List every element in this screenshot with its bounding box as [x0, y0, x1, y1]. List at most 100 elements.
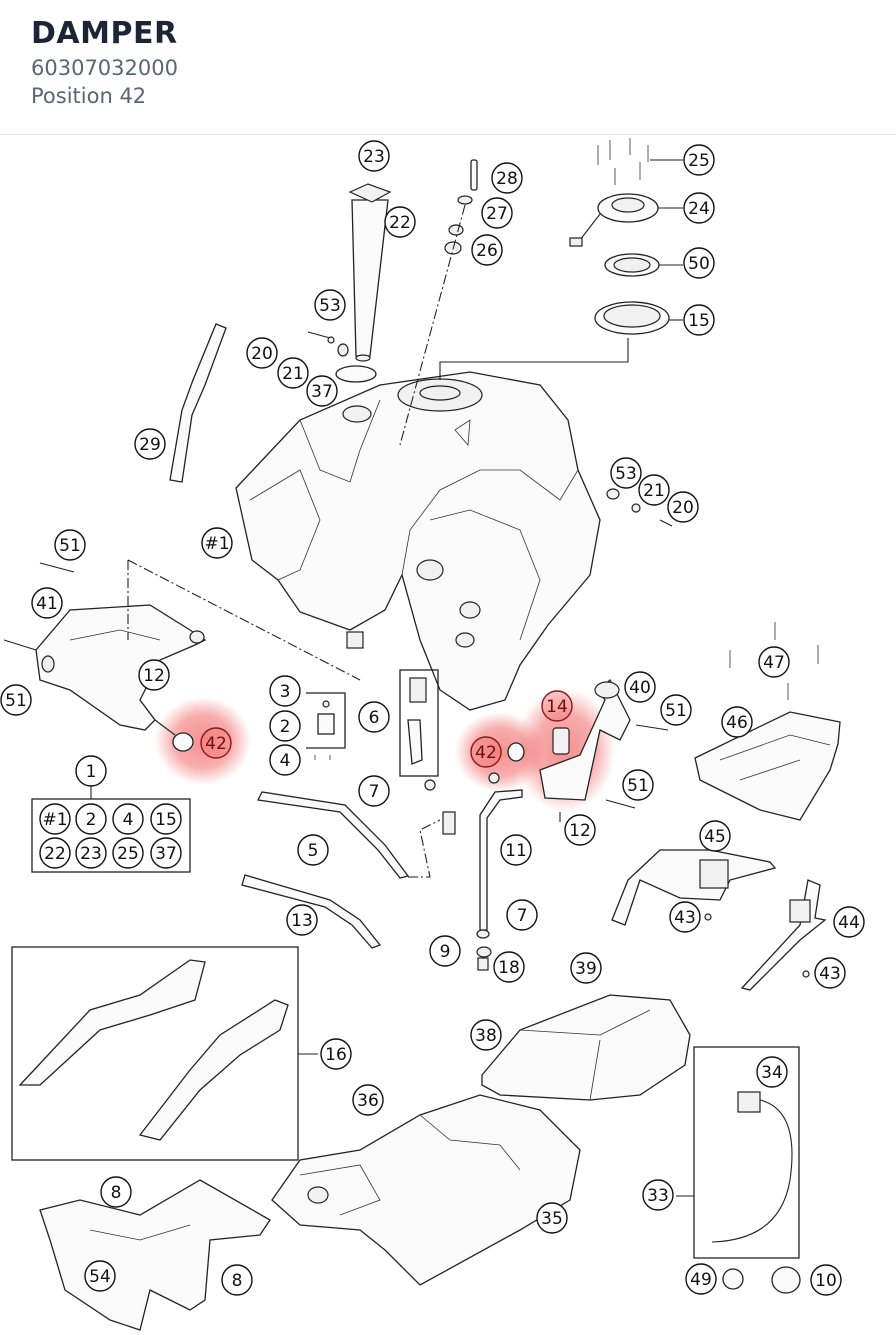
filler-neck[interactable]: [348, 183, 392, 362]
fuel-cap-assembly[interactable]: [439, 138, 683, 380]
callout-44[interactable]: 44: [833, 906, 865, 938]
callout-10[interactable]: 10: [810, 1264, 842, 1296]
callout-22[interactable]: 22: [39, 837, 71, 869]
callout-42-highlighted[interactable]: 42: [200, 727, 232, 759]
callout-46[interactable]: 46: [721, 706, 753, 738]
bracket-44[interactable]: [704, 879, 827, 991]
bracket-45[interactable]: [611, 849, 777, 926]
callout-33[interactable]: 33: [642, 1179, 674, 1211]
callout-15[interactable]: 15: [150, 803, 182, 835]
svg-text:1: 1: [86, 762, 97, 782]
svg-text:49: 49: [690, 1270, 712, 1290]
callout-2[interactable]: 2: [75, 803, 107, 835]
callout-25[interactable]: 25: [683, 144, 715, 176]
hose-29[interactable]: [169, 323, 227, 483]
callout-39[interactable]: 39: [570, 952, 602, 984]
callout-3[interactable]: 3: [269, 675, 301, 707]
callout-27[interactable]: 27: [481, 197, 513, 229]
hose-13[interactable]: [241, 874, 382, 949]
hose-11[interactable]: [476, 789, 523, 971]
callout-16[interactable]: 16: [320, 1038, 352, 1070]
callout-53[interactable]: 53: [610, 457, 642, 489]
callout-hash1[interactable]: #1: [201, 527, 233, 559]
callout-23[interactable]: 23: [358, 140, 390, 172]
fitting-box-6[interactable]: [399, 669, 439, 791]
callout-4[interactable]: 4: [112, 803, 144, 835]
callout-20[interactable]: 20: [246, 337, 278, 369]
svg-text:22: 22: [44, 844, 66, 864]
bracket-assembly-40[interactable]: [488, 678, 669, 822]
svg-text:26: 26: [476, 241, 498, 261]
callout-54[interactable]: 54: [84, 1260, 116, 1292]
callout-9[interactable]: 9: [429, 935, 461, 967]
damper-42-left[interactable]: [154, 719, 194, 752]
callout-47[interactable]: 47: [758, 646, 790, 678]
callout-40[interactable]: 40: [624, 671, 656, 703]
callout-37[interactable]: 37: [306, 375, 338, 407]
callout-45[interactable]: 45: [699, 820, 731, 852]
callout-15[interactable]: 15: [683, 304, 715, 336]
callout-34[interactable]: 34: [756, 1056, 788, 1088]
callout-43[interactable]: 43: [814, 957, 846, 989]
side-cover-41[interactable]: [3, 559, 364, 731]
callout-18[interactable]: 18: [493, 951, 525, 983]
cable-box-33[interactable]: [676, 1046, 800, 1259]
svg-text:12: 12: [569, 821, 591, 841]
svg-text:29: 29: [139, 435, 161, 455]
callout-21[interactable]: 21: [277, 357, 309, 389]
callout-41[interactable]: 41: [31, 587, 63, 619]
callout-11[interactable]: 11: [500, 834, 532, 866]
callout-12[interactable]: 12: [138, 659, 170, 691]
callout-2[interactable]: 2: [269, 710, 301, 742]
hose-5[interactable]: [257, 791, 456, 879]
callout-51[interactable]: 51: [660, 694, 692, 726]
kit-box-16[interactable]: [11, 946, 318, 1161]
callout-7[interactable]: 7: [358, 775, 390, 807]
callout-29[interactable]: 29: [134, 428, 166, 460]
callout-21[interactable]: 21: [638, 474, 670, 506]
callout-22[interactable]: 22: [384, 206, 416, 238]
callout-8[interactable]: 8: [100, 1176, 132, 1208]
callout-42-highlighted[interactable]: 42: [470, 736, 502, 768]
callout-50[interactable]: 50: [683, 247, 715, 279]
callout-51[interactable]: 51: [54, 529, 86, 561]
callout-37[interactable]: 37: [150, 837, 182, 869]
svg-text:40: 40: [629, 678, 651, 698]
callout-26[interactable]: 26: [471, 234, 503, 266]
knobs-49-10[interactable]: [722, 1266, 801, 1294]
callout-38[interactable]: 38: [470, 1019, 502, 1051]
fairing-54[interactable]: [39, 1179, 271, 1331]
callout-24[interactable]: 24: [683, 192, 715, 224]
callout-49[interactable]: 49: [685, 1263, 717, 1295]
callout-5[interactable]: 5: [297, 834, 329, 866]
vent-stack[interactable]: [399, 159, 478, 446]
luggage-rack-46[interactable]: [694, 622, 841, 821]
svg-text:14: 14: [546, 697, 568, 717]
callout-43[interactable]: 43: [669, 901, 701, 933]
callout-53[interactable]: 53: [314, 289, 346, 321]
callout-25[interactable]: 25: [112, 837, 144, 869]
callout-13[interactable]: 13: [286, 904, 318, 936]
callout-8[interactable]: 8: [221, 1264, 253, 1296]
callout-23[interactable]: 23: [75, 837, 107, 869]
bolts-20-21-53[interactable]: [307, 331, 673, 527]
callout-7[interactable]: 7: [506, 899, 538, 931]
rear-seat-38[interactable]: [481, 994, 691, 1101]
callout-28[interactable]: 28: [491, 162, 523, 194]
callout-36[interactable]: 36: [352, 1084, 384, 1116]
callout-hash1[interactable]: #1: [39, 803, 71, 835]
callout-6[interactable]: 6: [358, 701, 390, 733]
callout-14-highlighted[interactable]: 14: [541, 690, 573, 722]
svg-text:47: 47: [763, 653, 785, 673]
svg-text:11: 11: [505, 841, 527, 861]
valve-box-2[interactable]: [306, 692, 346, 760]
callout-12[interactable]: 12: [564, 814, 596, 846]
callout-51[interactable]: 51: [0, 684, 32, 716]
fuel-tank[interactable]: [235, 371, 601, 711]
front-seat-35[interactable]: [271, 1094, 581, 1286]
callout-35[interactable]: 35: [536, 1202, 568, 1234]
callout-1[interactable]: 1: [75, 755, 107, 787]
callout-4[interactable]: 4: [269, 744, 301, 776]
callout-20[interactable]: 20: [667, 491, 699, 523]
callout-51[interactable]: 51: [622, 769, 654, 801]
